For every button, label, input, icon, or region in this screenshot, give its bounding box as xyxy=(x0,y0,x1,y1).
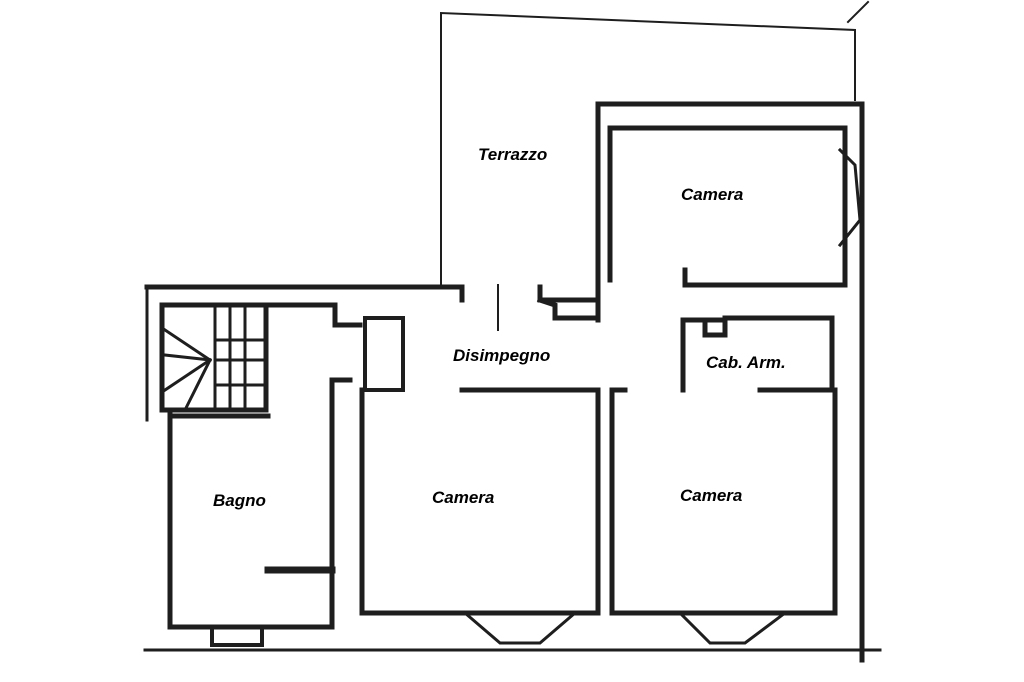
room-label-camera-mid: Camera xyxy=(432,488,495,507)
window xyxy=(837,147,862,248)
cab-arm-walls xyxy=(722,315,835,393)
stair-steps xyxy=(162,303,268,413)
room-label-camera-top: Camera xyxy=(681,185,744,204)
camera-mid-walls xyxy=(359,387,601,616)
wall xyxy=(680,317,728,393)
camera-top-walls xyxy=(607,125,848,288)
outer-wall-right xyxy=(595,101,865,663)
room-label-camera-right: Camera xyxy=(680,486,743,505)
terrace-corner xyxy=(846,0,870,24)
window xyxy=(677,610,788,645)
terrace-outline xyxy=(440,11,856,286)
wall xyxy=(263,302,363,328)
wall xyxy=(537,284,601,303)
room-label-disimpegno: Disimpegno xyxy=(453,346,551,365)
wall xyxy=(536,296,601,321)
corridor-top-wall xyxy=(144,284,465,303)
room-label-terrazzo: Terrazzo xyxy=(478,145,548,164)
window xyxy=(210,625,264,647)
closet xyxy=(363,316,405,392)
room-label-bagno: Bagno xyxy=(213,491,266,510)
window xyxy=(462,610,578,645)
bagno-walls xyxy=(167,377,353,630)
room-label-cab-arm: Cab. Arm. xyxy=(706,353,786,372)
